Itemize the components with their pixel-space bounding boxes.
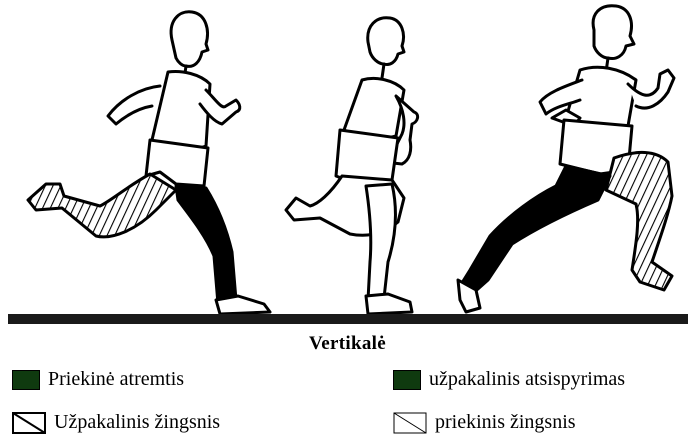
hatch-swatch-icon bbox=[12, 412, 46, 434]
runner-figure-2 bbox=[286, 18, 418, 314]
legend-label: priekinis žingsnis bbox=[435, 411, 576, 434]
running-phases-illustration bbox=[0, 0, 695, 330]
diagram-title: Vertikalė bbox=[0, 333, 695, 355]
legend-item-rear-step: Užpakalinis žingsnis bbox=[12, 411, 220, 434]
solid-swatch-icon bbox=[393, 370, 421, 390]
legend-label: užpakalinis atsispyrimas bbox=[429, 368, 625, 391]
legend-label: Užpakalinis žingsnis bbox=[54, 411, 220, 434]
runner-figure-1 bbox=[28, 12, 270, 314]
legend-label: Priekinė atremtis bbox=[48, 368, 184, 391]
legend-item-front-step: priekinis žingsnis bbox=[393, 411, 576, 434]
legend-item-rear-pushoff: užpakalinis atsispyrimas bbox=[393, 368, 625, 391]
ground-line bbox=[8, 314, 688, 324]
runner-figure-3 bbox=[458, 6, 674, 312]
solid-swatch-icon bbox=[12, 370, 40, 390]
hatch-swatch-icon bbox=[393, 412, 427, 434]
legend-item-front-support: Priekinė atremtis bbox=[12, 368, 184, 391]
